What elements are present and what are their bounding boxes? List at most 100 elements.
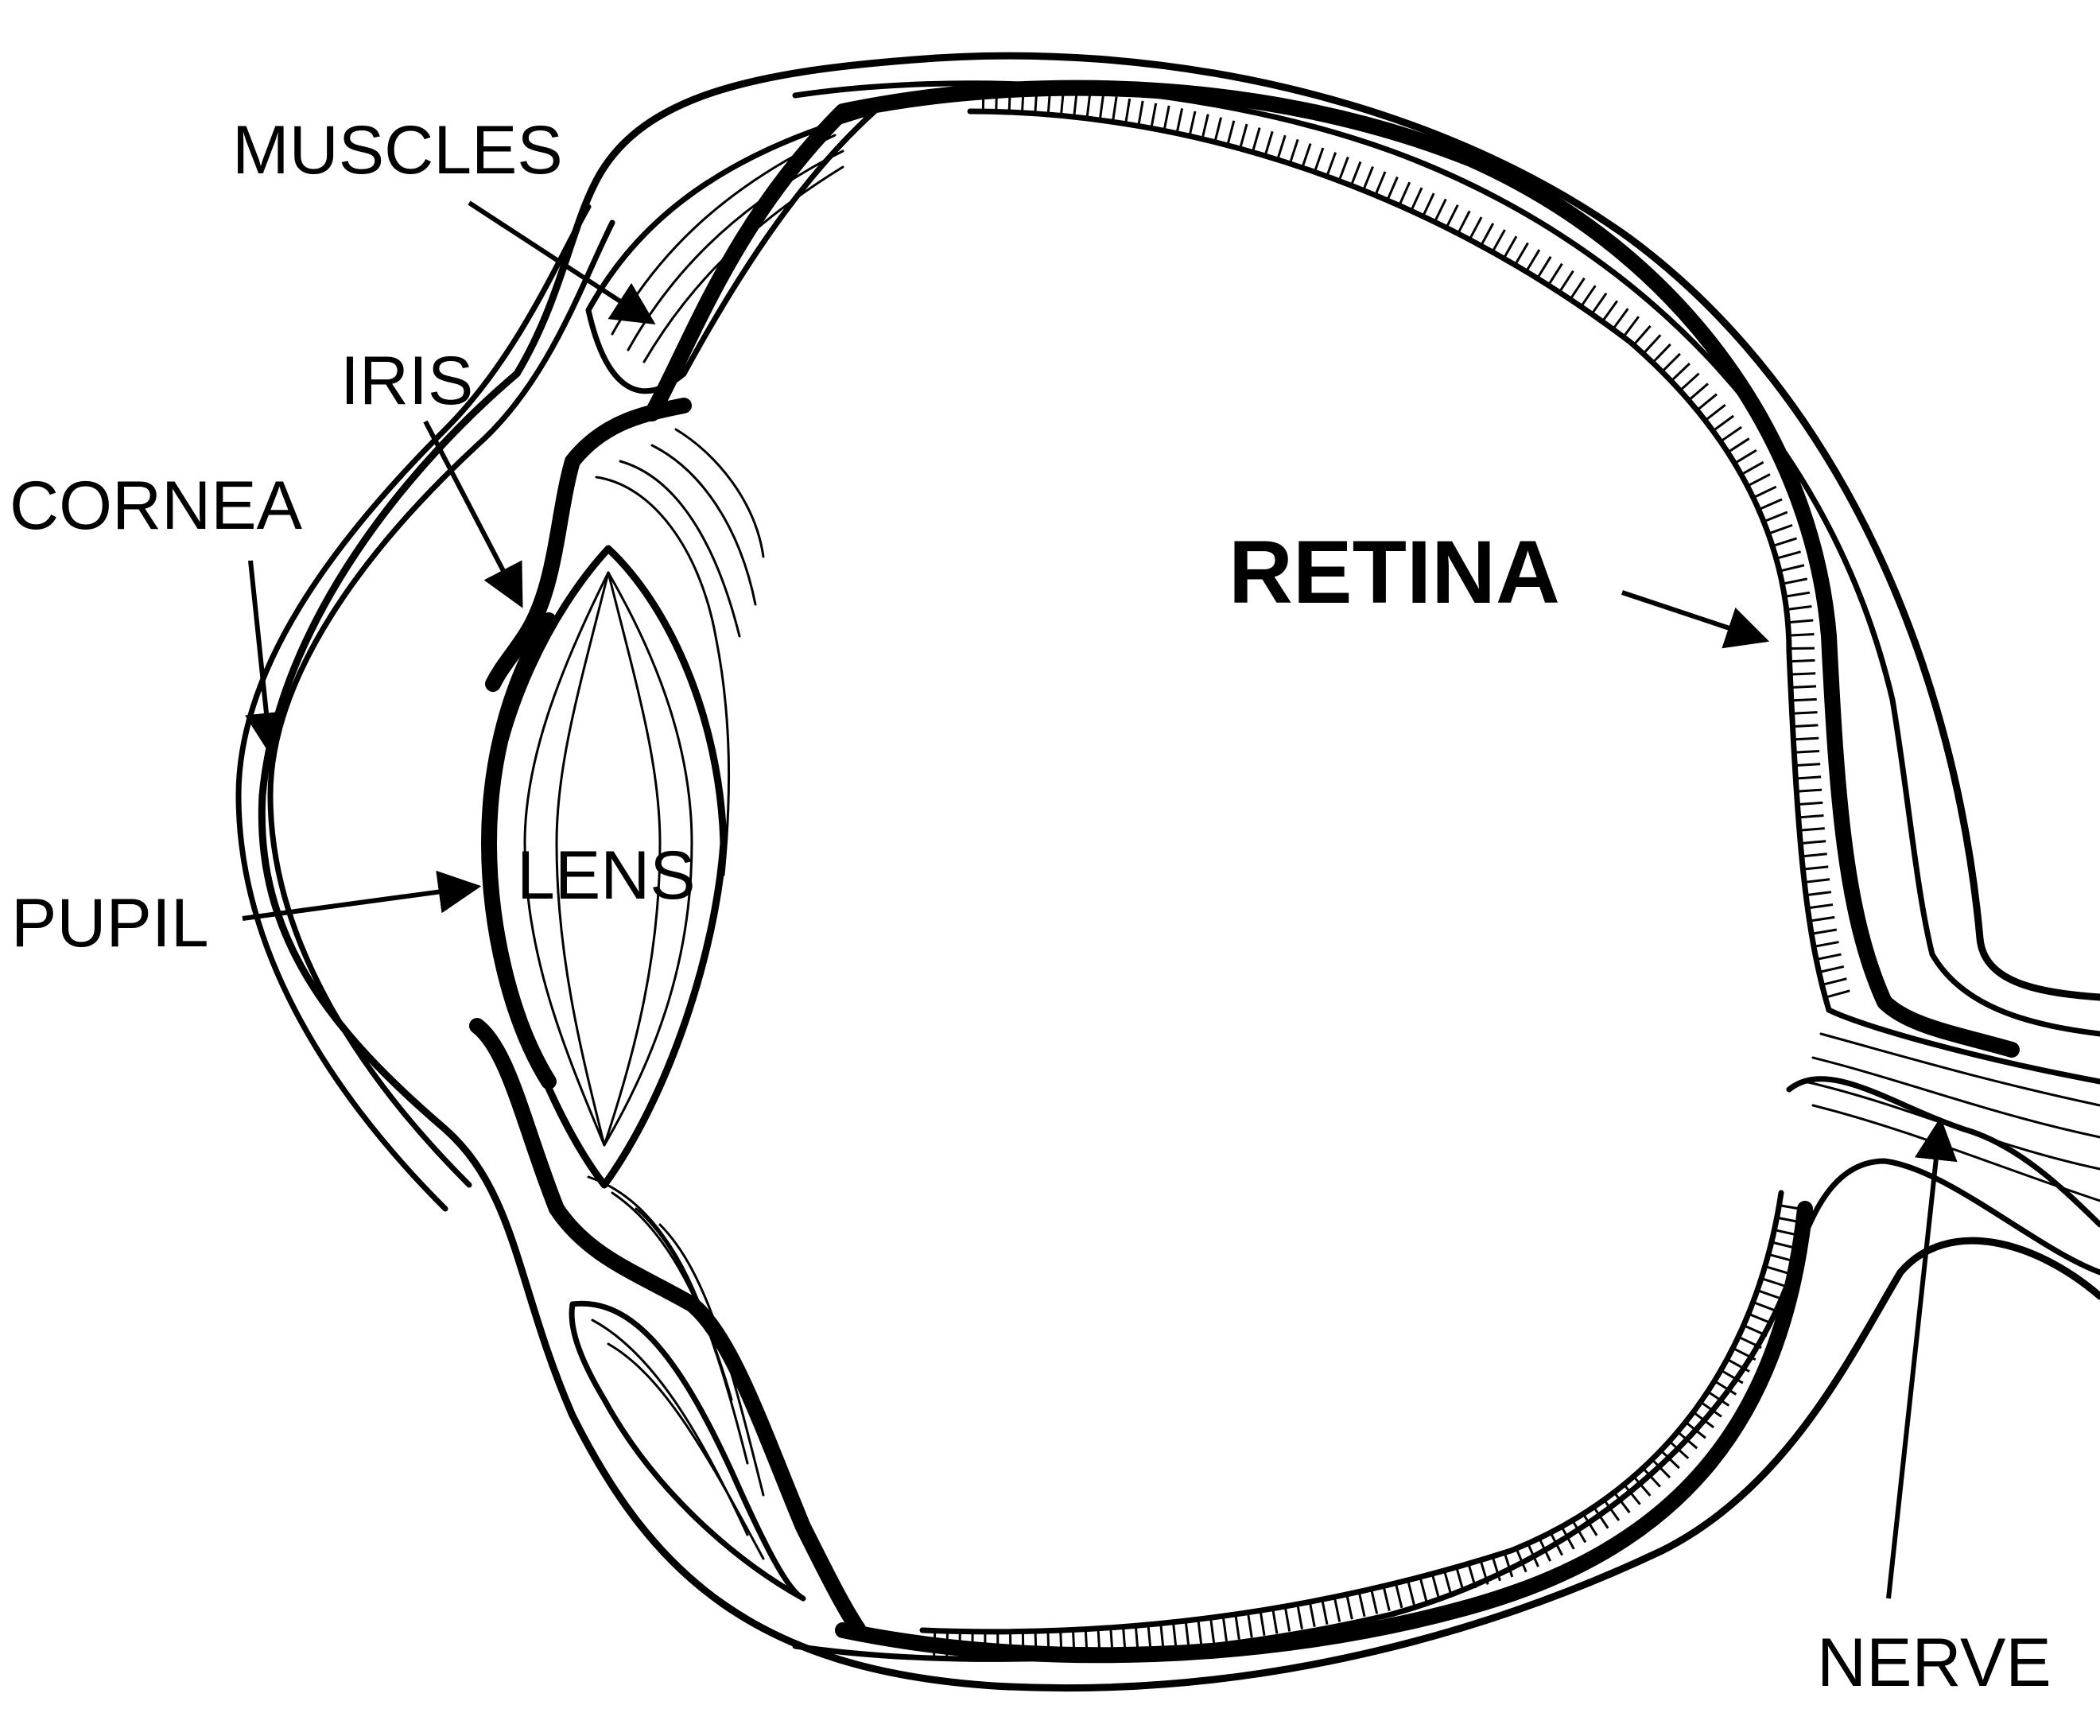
retina-hatch-tick [1809, 915, 1835, 922]
retina-hatch-tick [1007, 86, 1011, 113]
retina-hatch-tick [1171, 1621, 1178, 1648]
retina-hatch-tick [1603, 1499, 1621, 1521]
retina-hatch-tick [1538, 1537, 1552, 1562]
retina-hatch-tick [1768, 523, 1793, 535]
retina-hatch-tick [1073, 91, 1078, 118]
retina-hatch-tick [1791, 711, 1818, 715]
retina-hatch-tick [1815, 953, 1842, 961]
sclera-outer-line [258, 52, 2100, 1692]
retina-hatch-tick [1727, 437, 1750, 454]
nerve-label: NERVE [1817, 1625, 2051, 1701]
optic-nerve-bottom [1786, 1076, 2100, 1228]
retina-hatch-tick [1753, 1301, 1778, 1313]
retina-hatch-tick [1288, 138, 1299, 165]
retina-hatch-tick [958, 1631, 961, 1657]
retina-hatch-tick [1753, 485, 1777, 499]
retina-hatch-tick [1097, 1628, 1101, 1654]
retina-hatch-tick [1558, 270, 1574, 293]
retina-hatch-tick [1776, 1216, 1803, 1224]
retina-hatch-tick [1684, 1421, 1706, 1439]
retina-hatch-tick [1349, 161, 1362, 186]
retina-hatch-tick [1234, 1614, 1240, 1640]
retina-hatch-tick [1301, 143, 1312, 169]
cornea-pointer [245, 560, 288, 756]
retina-hatch-tick [1795, 775, 1822, 780]
retina-hatch-tick [1811, 928, 1838, 935]
retina-hatch-tick [1792, 724, 1819, 728]
retina-hatch-tick [1020, 87, 1025, 113]
retina-hatch-tick [1124, 98, 1132, 125]
retina-hatch-tick [1746, 473, 1771, 487]
retina-hatch-tick [1410, 187, 1423, 212]
retina-hatch-tick [1784, 591, 1811, 598]
retina-hatch-tick [1370, 1588, 1379, 1614]
pupil-label: PUPIL [11, 885, 209, 961]
retina-hatch-tick [1779, 1204, 1805, 1211]
retina-hatch-tick [1221, 1615, 1228, 1642]
retina-hatch-tick [1313, 147, 1325, 173]
ciliary-muscle-lower [569, 1300, 806, 1602]
retina-hatch-tick [1699, 1400, 1722, 1418]
retina-hatch-tick [1259, 1610, 1266, 1637]
retina-hatch-tick [1467, 1563, 1477, 1589]
retina-hatch-tick [1071, 1629, 1076, 1656]
retina-hatch-tick [1692, 1411, 1715, 1429]
retina-hatch-tick [1326, 152, 1337, 177]
retina-hatch-tick [995, 86, 999, 112]
retina-hatch-tick [1357, 1591, 1366, 1618]
retina-hatch-tick [1748, 1312, 1773, 1325]
cornea-label: CORNEA [10, 468, 303, 544]
retina-hatch-tick [1571, 1520, 1587, 1544]
retina-hatch-tick [1111, 96, 1118, 122]
retina-hatch-tick [1804, 878, 1830, 884]
retina-hatch-tick [1515, 1548, 1527, 1573]
retina-hatch-tick [1442, 1570, 1453, 1596]
retina-hatch-tick [1251, 127, 1261, 153]
retina-hatch-tick [1796, 788, 1822, 793]
retina-pointer [1621, 590, 1770, 649]
retina-hatch-tick [1514, 242, 1529, 266]
retina-hatch-tick [1046, 89, 1052, 115]
retina-hatch-tick [1642, 334, 1662, 355]
retina-hatch-tick [1184, 1620, 1190, 1647]
retina-hatch-tick [1772, 537, 1798, 548]
retina-hatch-tick [1726, 1357, 1750, 1373]
pupil-pointer [242, 870, 482, 921]
retina-hatch-tick [1150, 103, 1158, 129]
ciliary-muscle-lower-fibers [591, 1319, 765, 1560]
retina-hatch-tick [1503, 1552, 1514, 1578]
retina-inner-edge [967, 108, 1832, 1013]
lens-label: LENS [517, 837, 696, 914]
retina-hatch-tick [1623, 1483, 1641, 1505]
retina-hatch-tick [1569, 278, 1586, 301]
retina-hatch-tick [1768, 1252, 1794, 1263]
retina-hatch-tick [1590, 292, 1608, 315]
retina-hatch-tick [1819, 965, 1845, 973]
retina-hatch-tick [1188, 111, 1197, 137]
muscles-label: MUSCLES [232, 112, 563, 188]
retina-hatch-tick [1362, 166, 1374, 191]
retina-hatch-tick [1797, 801, 1823, 806]
retina-hatch-tick [1321, 1598, 1329, 1625]
retina-hatch-tick [1786, 605, 1812, 611]
retina-hatch-tick [1201, 114, 1209, 140]
retina-hatch-tick [1445, 204, 1459, 229]
retina-hatch-tick [1457, 210, 1471, 235]
retina-hatch-tick [1661, 352, 1681, 373]
iris-lower [469, 1018, 867, 1638]
retina-hatch-tick [1743, 1324, 1768, 1337]
retina-hatch-tick [1821, 977, 1847, 986]
retina-hatch-tick [1209, 1618, 1216, 1644]
retina-hatch-tick [1197, 1619, 1203, 1645]
retina-hatch-tick [1676, 1431, 1698, 1450]
retina-hatch-tick [1239, 123, 1248, 150]
retina-hatch-tick [1741, 460, 1764, 476]
retina-hatch-tick [1679, 372, 1700, 392]
retina-hatch-tick [1084, 1629, 1089, 1655]
retina-hatch-tick [1085, 93, 1092, 119]
retina-hatch-tick [1803, 865, 1829, 871]
retina-hatch-tick [1271, 1608, 1279, 1634]
retina-hatch-tick [1502, 235, 1518, 259]
retina-hatch-tick [1771, 1241, 1797, 1250]
retina-hatch-tick [1422, 192, 1435, 217]
